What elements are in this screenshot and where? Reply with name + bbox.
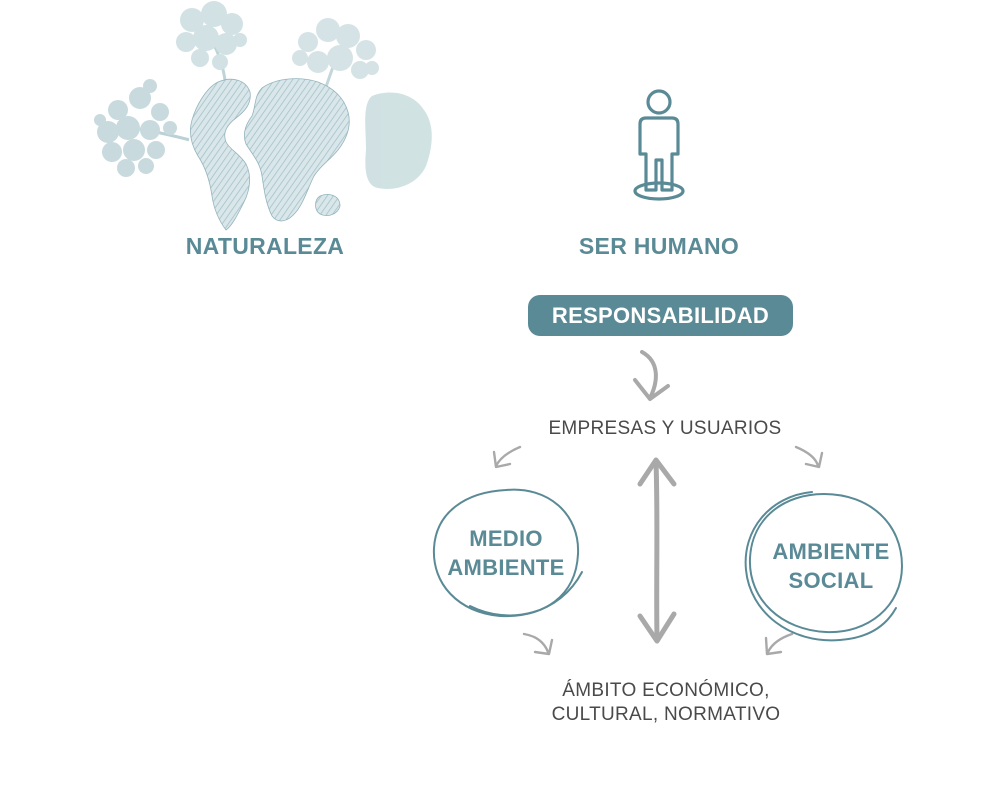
right-arrow-icon xyxy=(794,445,824,469)
double-arrow-icon xyxy=(637,457,677,644)
right-top-tree-icon xyxy=(292,18,379,91)
left-arrow-icon xyxy=(492,445,522,469)
standing-person-icon xyxy=(633,89,685,201)
ambiente-social-line-1: AMBIENTE xyxy=(772,539,890,564)
medio-ambiente-circle xyxy=(432,488,583,618)
ambiente-social-line-2: SOCIAL xyxy=(788,568,874,593)
responsabilidad-pill: RESPONSABILIDAD xyxy=(528,295,793,336)
top-tree-icon xyxy=(176,1,247,81)
ambiente-social-circle xyxy=(744,491,904,642)
globe-with-trees-icon xyxy=(94,1,432,234)
ambiente-social-label: AMBIENTE SOCIAL xyxy=(756,537,906,595)
naturaleza-label: NATURALEZA xyxy=(185,233,345,259)
responsabilidad-pill-shape xyxy=(528,295,793,336)
ser-humano-label: SER HUMANO xyxy=(578,233,740,259)
right-tree-icon xyxy=(365,92,432,190)
medio-ambiente-line-1: MEDIO xyxy=(469,526,543,551)
responsabilidad-label: RESPONSABILIDAD xyxy=(551,302,770,328)
globe-continents xyxy=(190,78,350,231)
empresas-usuarios-label: EMPRESAS Y USUARIOS xyxy=(548,418,782,439)
bottom-left-arrow-icon xyxy=(522,632,554,656)
ambito-line-1: ÁMBITO ECONÓMICO, xyxy=(562,680,770,701)
medio-ambiente-line-2: AMBIENTE xyxy=(447,555,565,580)
down-arrow-icon xyxy=(633,350,670,401)
medio-ambiente-label: MEDIO AMBIENTE xyxy=(436,524,576,582)
bottom-right-arrow-icon xyxy=(764,632,794,656)
ambito-line-2: CULTURAL, NORMATIVO xyxy=(551,704,781,725)
left-tree-icon xyxy=(94,79,191,177)
ambito-label: ÁMBITO ECONÓMICO, CULTURAL, NORMATIVO xyxy=(520,679,812,727)
